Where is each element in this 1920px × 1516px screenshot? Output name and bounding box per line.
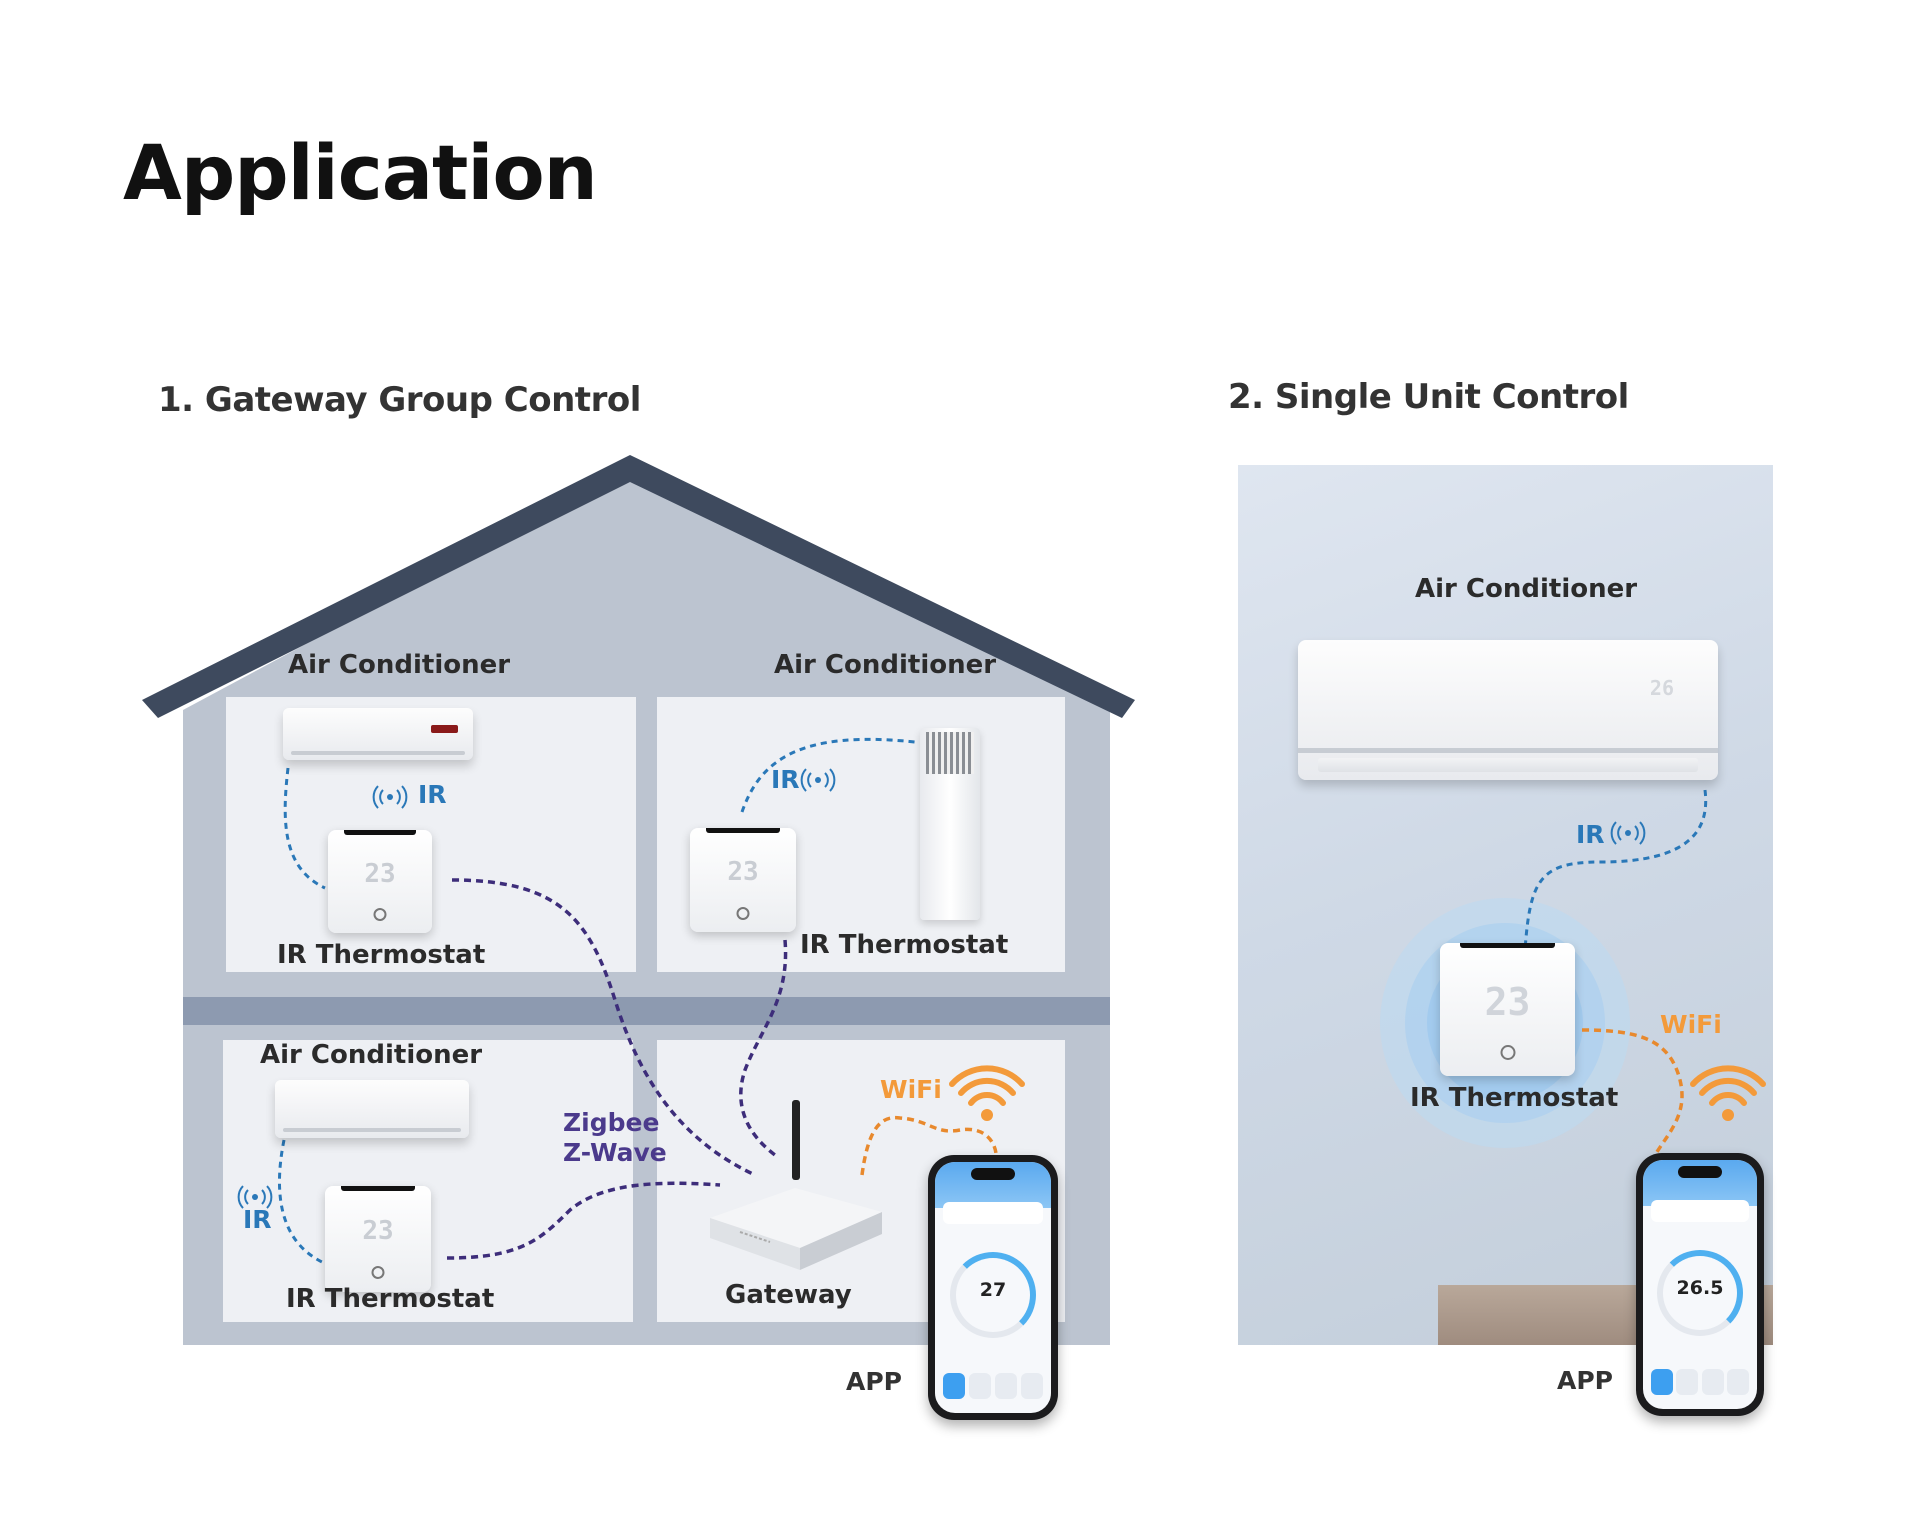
- settings-button-2[interactable]: [1727, 1369, 1750, 1395]
- wifi-icon-2: [1690, 1065, 1766, 1121]
- ir-wave-icon-2: [800, 768, 836, 792]
- protocol-zigbee: Zigbee: [563, 1108, 660, 1137]
- ac-label-1: Air Conditioner: [288, 650, 511, 680]
- power-button-2[interactable]: [1650, 1369, 1673, 1395]
- wifi-label-2: WiFi: [1660, 1010, 1722, 1039]
- wifi-icon-1: [949, 1065, 1025, 1121]
- wifi-link-single: [1581, 1028, 1684, 1166]
- tower-air-conditioner: [920, 728, 980, 920]
- thermostat-label-single: IR Thermostat: [1410, 1083, 1619, 1113]
- protocol-zwave: Z-Wave: [563, 1138, 667, 1167]
- ir-thermostat-single: 23: [1440, 943, 1575, 1076]
- settings-button-1[interactable]: [1021, 1373, 1043, 1399]
- app-label-2: APP: [1557, 1366, 1613, 1395]
- thermostat-label-1: IR Thermostat: [277, 940, 486, 970]
- zigbee-link-3: [446, 1181, 721, 1260]
- ir-wave-icon-single: [1610, 821, 1646, 845]
- ir-link-2: [740, 737, 916, 813]
- ir-label-3: IR: [243, 1205, 272, 1234]
- air-conditioner-1: [283, 708, 473, 760]
- protocol-label: Zigbee Z-Wave: [563, 1108, 667, 1168]
- air-conditioner-single: 26: [1298, 640, 1718, 780]
- fan-button-1[interactable]: [995, 1373, 1017, 1399]
- ir-wave-icon-1: [372, 785, 408, 809]
- wifi-label-1: WiFi: [880, 1075, 942, 1104]
- wifi-link-1: [860, 1115, 998, 1176]
- ir-label-1: IR: [418, 780, 447, 809]
- floor-divider: [183, 997, 1110, 1025]
- ir-label-single: IR: [1576, 820, 1605, 849]
- ir-link-single: [1523, 789, 1708, 951]
- ac-label-single: Air Conditioner: [1415, 574, 1638, 604]
- ir-thermostat-1: 23: [328, 830, 432, 933]
- page-title: Application: [123, 128, 598, 217]
- smartphone-app-2: 26.5: [1636, 1153, 1764, 1416]
- gateway-section-title: 1. Gateway Group Control: [158, 380, 641, 420]
- air-conditioner-3: [275, 1080, 469, 1138]
- mode-button-1[interactable]: [969, 1373, 991, 1399]
- thermostat-label-2: IR Thermostat: [800, 930, 1009, 960]
- gateway-device: [710, 1100, 882, 1270]
- ac-display-single: 26: [1649, 676, 1674, 700]
- gateway-label: Gateway: [725, 1280, 852, 1310]
- zigbee-link-2: [739, 939, 788, 1157]
- ir-wave-icon-3: [237, 1185, 273, 1209]
- ir-thermostat-2: 23: [690, 828, 796, 932]
- fan-button-2[interactable]: [1701, 1369, 1724, 1395]
- thermostat-label-3: IR Thermostat: [286, 1284, 495, 1314]
- app-label-1: APP: [846, 1367, 902, 1396]
- ac-label-3: Air Conditioner: [260, 1040, 483, 1070]
- ac-label-2: Air Conditioner: [774, 650, 997, 680]
- ir-thermostat-3: 23: [325, 1186, 431, 1292]
- single-section-title: 2. Single Unit Control: [1228, 377, 1629, 417]
- ir-link-3: [278, 1139, 323, 1264]
- app-temperature-1: 27: [979, 1279, 1007, 1301]
- smartphone-app-1: 27: [928, 1155, 1058, 1420]
- ir-label-2: IR: [771, 765, 800, 794]
- power-button-1[interactable]: [943, 1373, 965, 1399]
- app-temperature-2: 26.5: [1676, 1277, 1724, 1299]
- mode-button-2[interactable]: [1676, 1369, 1699, 1395]
